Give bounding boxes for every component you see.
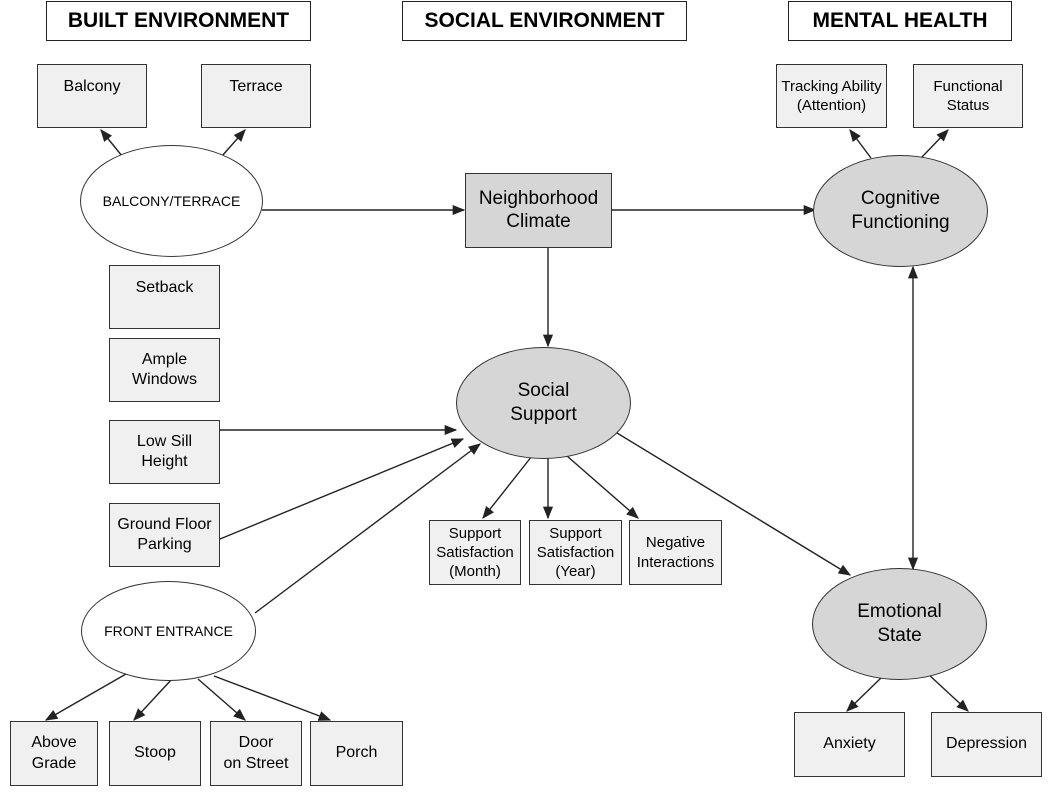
- ellipse-front-entrance: FRONT ENTRANCE: [81, 581, 256, 681]
- box-setback: Setback: [109, 265, 220, 329]
- box-ground-floor-parking: Ground Floor Parking: [109, 503, 220, 567]
- header-social-environment: SOCIAL ENVIRONMENT: [402, 1, 687, 41]
- box-functional-status: Functional Status: [913, 64, 1023, 128]
- box-depression: Depression: [931, 712, 1042, 777]
- box-tracking-ability: Tracking Ability (Attention): [776, 64, 887, 128]
- box-balcony: Balcony: [37, 64, 147, 128]
- arrow-emotional-to-depression: [927, 673, 969, 712]
- arrow-emotional-to-anxiety: [846, 675, 884, 712]
- box-neighborhood-climate: Neighborhood Climate: [465, 173, 612, 248]
- box-porch: Porch: [310, 721, 403, 786]
- arrow-balcony-terrace-to-terrace: [221, 129, 246, 157]
- ellipse-cognitive-functioning: Cognitive Functioning: [813, 155, 988, 267]
- ellipse-emotional-state: Emotional State: [812, 568, 987, 680]
- arrow-social-support-to-negative: [566, 455, 639, 519]
- box-negative-interactions: Negative Interactions: [629, 520, 722, 585]
- box-above-grade: Above Grade: [10, 721, 98, 786]
- arrow-front-entrance-to-social-support: [254, 443, 482, 614]
- arrow-social-support-to-emotional: [616, 432, 852, 576]
- arrow-cognitive-to-functional-status: [920, 129, 949, 159]
- box-low-sill-height: Low Sill Height: [109, 420, 220, 484]
- box-anxiety: Anxiety: [794, 712, 905, 777]
- arrow-front-entrance-to-stoop: [133, 678, 173, 721]
- arrow-ground-floor-to-social-support: [219, 438, 465, 540]
- box-ample-windows: Ample Windows: [109, 338, 220, 402]
- header-built-environment: BUILT ENVIRONMENT: [46, 1, 311, 41]
- arrow-front-entrance-to-above-grade: [44, 673, 127, 721]
- box-support-satisfaction-month: Support Satisfaction (Month): [429, 520, 521, 585]
- ellipse-social-support: Social Support: [456, 347, 631, 459]
- arrow-front-entrance-to-door: [197, 678, 246, 721]
- box-support-satisfaction-year: Support Satisfaction (Year): [529, 520, 622, 585]
- arrow-front-entrance-to-porch: [213, 675, 332, 721]
- box-terrace: Terrace: [201, 64, 311, 128]
- arrow-social-support-to-month: [482, 455, 533, 519]
- ellipse-balcony-terrace: BALCONY/TERRACE: [80, 145, 263, 257]
- arrow-balcony-terrace-to-balcony: [100, 129, 123, 157]
- header-mental-health: MENTAL HEALTH: [788, 1, 1012, 41]
- box-door-on-street: Door on Street: [210, 721, 302, 786]
- box-stoop: Stoop: [109, 721, 201, 786]
- arrow-cognitive-to-tracking: [849, 128, 872, 159]
